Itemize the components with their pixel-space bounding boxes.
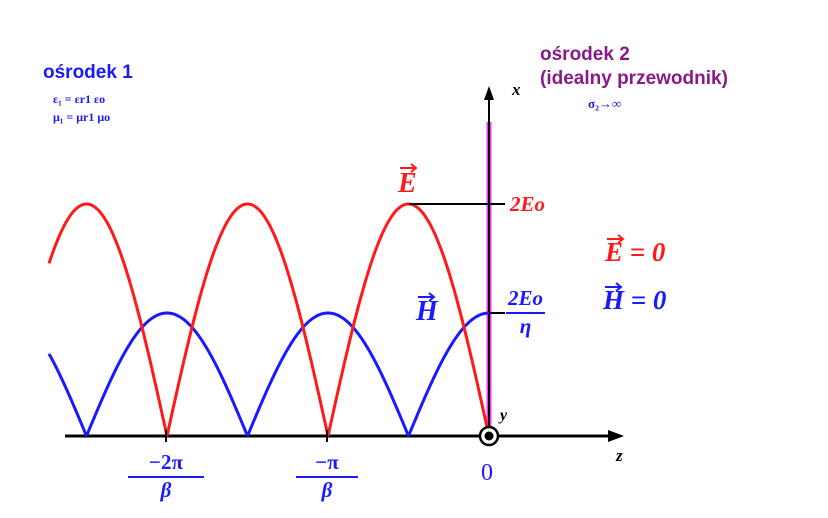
x-axis-arrowhead: [484, 86, 494, 100]
e-vector-arrow-icon: [400, 163, 418, 173]
y-axis-dot: [484, 431, 494, 441]
medium2-title: ośrodek 2: [540, 44, 630, 65]
y-axis-label: y: [500, 407, 508, 424]
tick-neg-2pi-denominator: β: [160, 478, 172, 502]
medium2-sigma: σ₂→∞: [588, 96, 622, 111]
h-zero-vector-arrow-icon: [605, 282, 623, 292]
e-field-curve: [47, 202, 491, 437]
h-field-curve: [47, 311, 489, 437]
medium1-title: ośrodek 1: [43, 62, 133, 83]
h-vector-arrow-icon: [418, 292, 436, 302]
h-max-fraction: 2Eo η: [506, 286, 546, 339]
tick-label-neg-2pi: −2π β: [128, 450, 204, 503]
h-zero-label: H = 0: [603, 285, 667, 315]
tick-neg-2pi-numerator: −2π: [128, 450, 204, 478]
e-zero-label: E = 0: [605, 237, 666, 267]
z-axis-arrowhead: [608, 430, 624, 442]
tick-label-zero: 0: [481, 460, 493, 486]
x-axis-label: x: [512, 80, 521, 99]
h-max-denominator: η: [519, 314, 532, 338]
medium1-mu: μ₁ = μr1 μo: [53, 110, 111, 124]
tick-neg-pi-denominator: β: [321, 478, 333, 502]
h-field-label: H: [416, 296, 438, 327]
tick-neg-pi-numerator: −π: [296, 450, 358, 478]
z-axis-label: z: [616, 446, 623, 465]
tick-label-neg-pi: −π β: [296, 450, 358, 503]
h-max-numerator: 2Eo: [506, 286, 546, 314]
medium2-subtitle: (idealny przewodnik): [540, 68, 728, 89]
medium1-epsilon: ε₁ = εr1 εo: [53, 92, 106, 106]
e-zero-vector-arrow-icon: [607, 234, 625, 244]
e-field-label: E: [398, 168, 417, 199]
e-max-label: 2Eo: [510, 192, 546, 216]
